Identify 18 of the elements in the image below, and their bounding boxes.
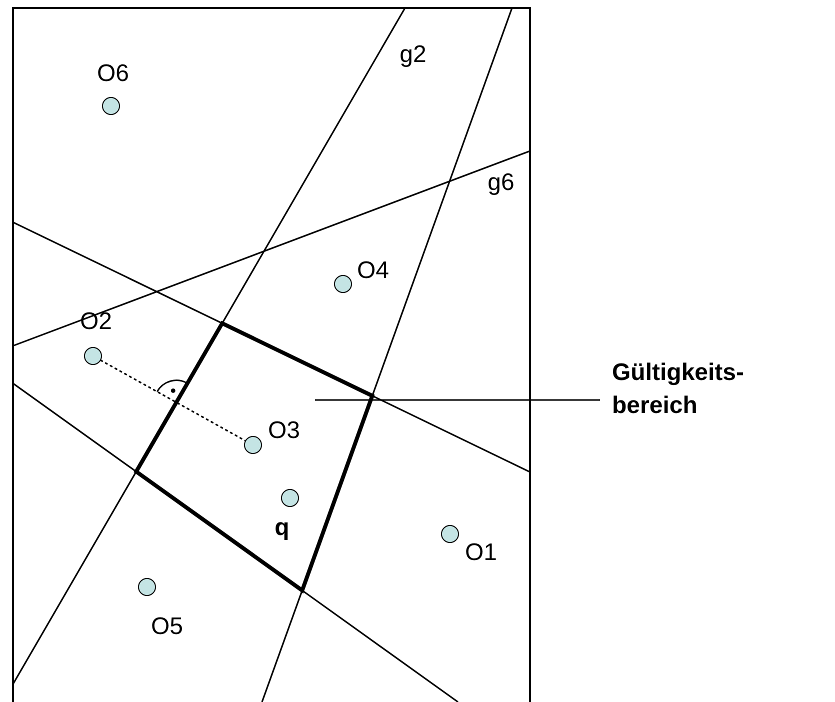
point-marker: [138, 578, 156, 596]
point-marker: [102, 97, 120, 115]
point-label: O1: [465, 541, 498, 565]
callout-text: Gültigkeits- bereich: [612, 356, 787, 422]
point-marker: [281, 489, 299, 507]
point-label: O2: [80, 310, 112, 334]
point-marker: [334, 275, 352, 293]
point-marker: [244, 436, 262, 454]
line-label: g6: [486, 171, 516, 195]
point-label: O5: [151, 615, 183, 639]
point-label: q: [274, 516, 290, 540]
point-label: O4: [357, 259, 390, 283]
line-label: g2: [398, 43, 428, 67]
leader-line: [315, 399, 600, 401]
point-marker: [84, 347, 102, 365]
point-label: O3: [268, 419, 300, 443]
point-marker: [441, 525, 459, 543]
point-label: O6: [97, 62, 129, 86]
